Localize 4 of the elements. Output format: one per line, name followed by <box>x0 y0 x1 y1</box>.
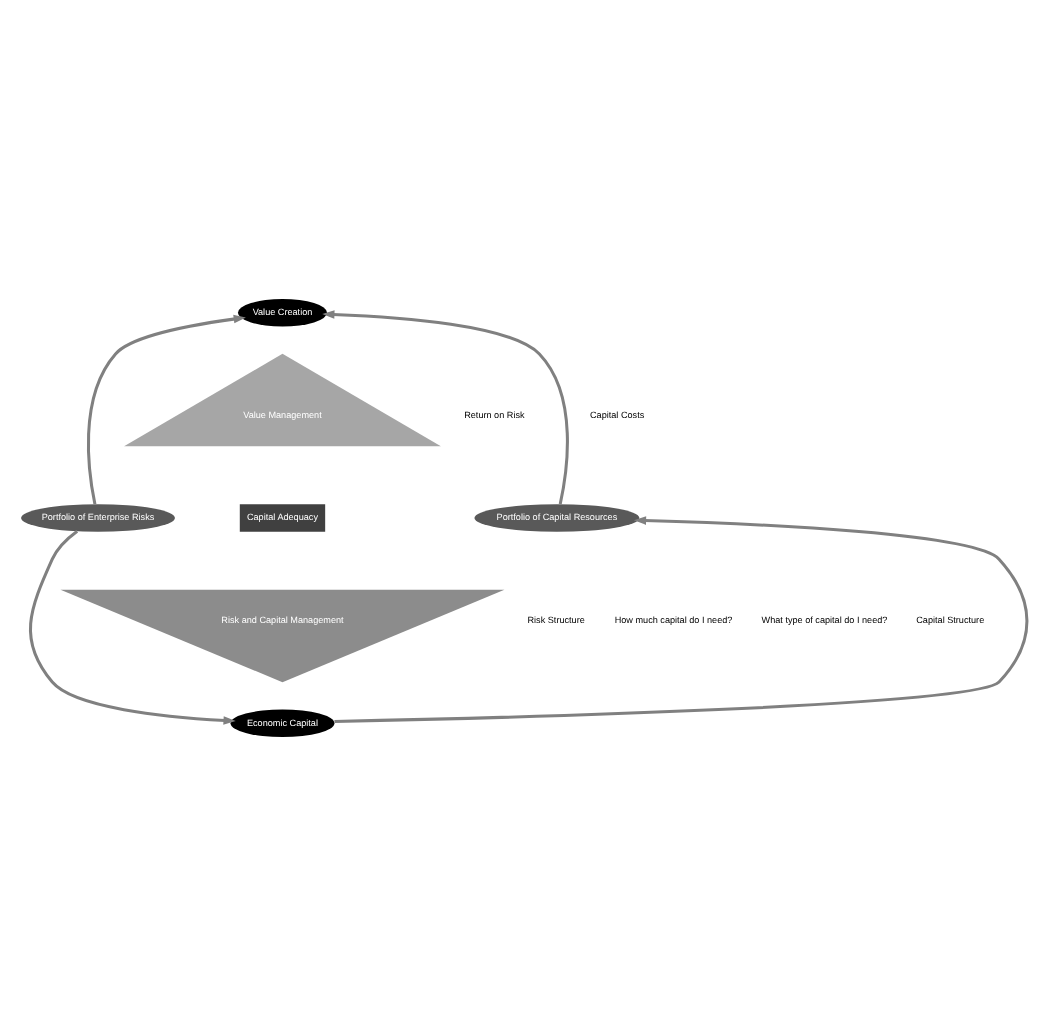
arrow <box>334 515 1029 722</box>
arrow <box>86 313 246 504</box>
arrow <box>29 529 236 724</box>
arrow <box>322 309 569 504</box>
